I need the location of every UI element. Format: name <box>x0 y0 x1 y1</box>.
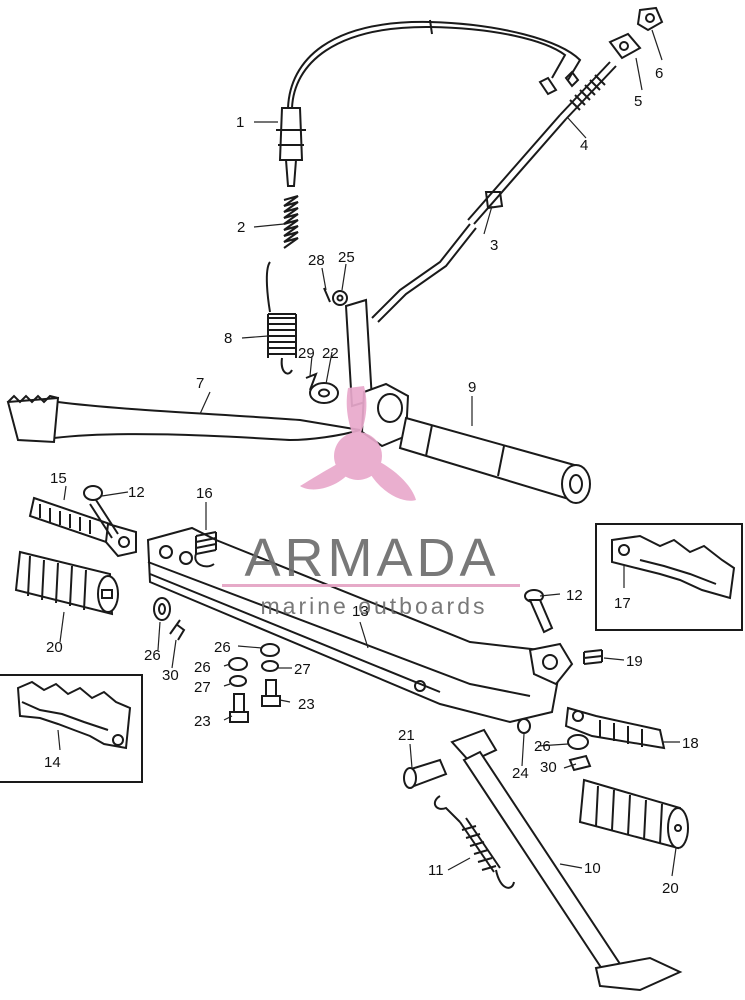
peg-rubber-right <box>578 778 689 850</box>
callout-20b: 20 <box>662 880 679 897</box>
spring-16 <box>194 531 217 568</box>
peg-rubber-left <box>14 550 119 616</box>
callout-19: 19 <box>626 653 643 670</box>
bolts-center <box>228 643 281 723</box>
callout-24: 24 <box>512 765 529 782</box>
armada-logo <box>300 386 416 501</box>
callout-13: 13 <box>352 603 369 620</box>
left-footpeg <box>28 485 137 558</box>
callout-29: 29 <box>298 345 315 362</box>
armada-watermark: ARMADA marine outboards <box>222 386 520 619</box>
springs-upper <box>265 195 299 375</box>
brake-cable <box>276 19 617 323</box>
pin-12-right <box>524 589 554 634</box>
pivot-shaft <box>398 416 591 504</box>
callout-28: 28 <box>308 252 325 269</box>
callout-14: 14 <box>44 754 61 771</box>
callout-26b: 26 <box>194 659 211 676</box>
callout-30b: 30 <box>540 759 557 776</box>
leader-lines <box>57 29 680 877</box>
callout-3: 3 <box>490 237 498 254</box>
callout-11: 11 <box>428 862 444 879</box>
footpeg-17-box <box>595 523 743 631</box>
callout-16: 16 <box>196 485 213 502</box>
right-footpeg <box>517 649 666 772</box>
callout-2: 2 <box>237 219 245 236</box>
pivot-small-parts <box>305 287 348 404</box>
callout-8: 8 <box>224 330 232 347</box>
callout-9: 9 <box>468 379 476 396</box>
side-stand <box>403 728 683 992</box>
callout-26c: 26 <box>534 738 551 755</box>
callout-17: 17 <box>614 595 631 612</box>
callout-5: 5 <box>634 93 642 110</box>
callout-20a: 20 <box>46 639 63 656</box>
callout-15: 15 <box>50 470 67 487</box>
callout-27b: 27 <box>294 661 311 678</box>
callout-numbers: 1 2 3 4 5 6 7 8 9 10 11 12 12 13 14 15 1… <box>44 65 699 897</box>
callout-26a: 26 <box>214 639 231 656</box>
callout-7: 7 <box>196 375 204 392</box>
callout-30a: 30 <box>162 667 179 684</box>
footpeg-14-box <box>0 674 143 783</box>
callout-18: 18 <box>682 735 699 752</box>
watermark-title: ARMADA <box>244 528 499 588</box>
callout-6: 6 <box>655 65 663 82</box>
callout-26d: 26 <box>144 647 161 664</box>
footpeg-bar <box>146 526 574 724</box>
callout-23a: 23 <box>194 713 211 730</box>
callout-4: 4 <box>580 137 588 154</box>
callout-23b: 23 <box>298 696 315 713</box>
callout-1: 1 <box>236 114 244 131</box>
left-washer-pin <box>153 597 186 641</box>
callout-22: 22 <box>322 345 339 362</box>
callout-12b: 12 <box>566 587 583 604</box>
callout-25: 25 <box>338 249 355 266</box>
callout-27a: 27 <box>194 679 211 696</box>
callout-12a: 12 <box>128 484 145 501</box>
brake-pedal <box>6 298 410 448</box>
callout-21: 21 <box>398 727 415 744</box>
callout-10: 10 <box>584 860 601 877</box>
watermark-rule <box>222 584 520 587</box>
adjuster-parts <box>608 6 664 60</box>
watermark-subtitle: marine outboards <box>261 593 488 619</box>
